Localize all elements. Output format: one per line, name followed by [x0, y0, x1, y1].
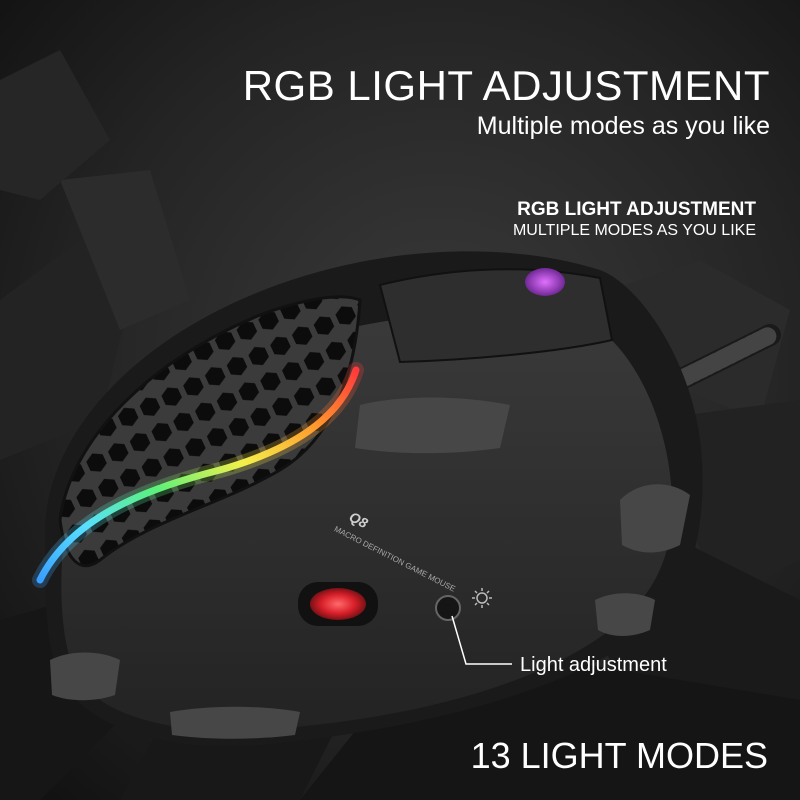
secondary-subtitle: MULTIPLE MODES AS YOU LIKE [512, 222, 756, 239]
callout-leader [451, 615, 512, 665]
model-label: Q8 [347, 508, 371, 531]
headline-title: RGB LIGHT ADJUSTMENT [242, 62, 770, 109]
headline-subtitle: Multiple modes as you like [476, 112, 770, 140]
light-modes-label: 13 LIGHT MODES [470, 735, 768, 776]
callout-label: Light adjustment [520, 654, 667, 676]
sun-icon [472, 588, 492, 608]
secondary-title: RGB LIGHT ADJUSTMENT [517, 199, 756, 220]
scroll-wheel [525, 268, 565, 296]
light-adjust-button [435, 595, 461, 621]
gaming-mouse [32, 251, 703, 747]
